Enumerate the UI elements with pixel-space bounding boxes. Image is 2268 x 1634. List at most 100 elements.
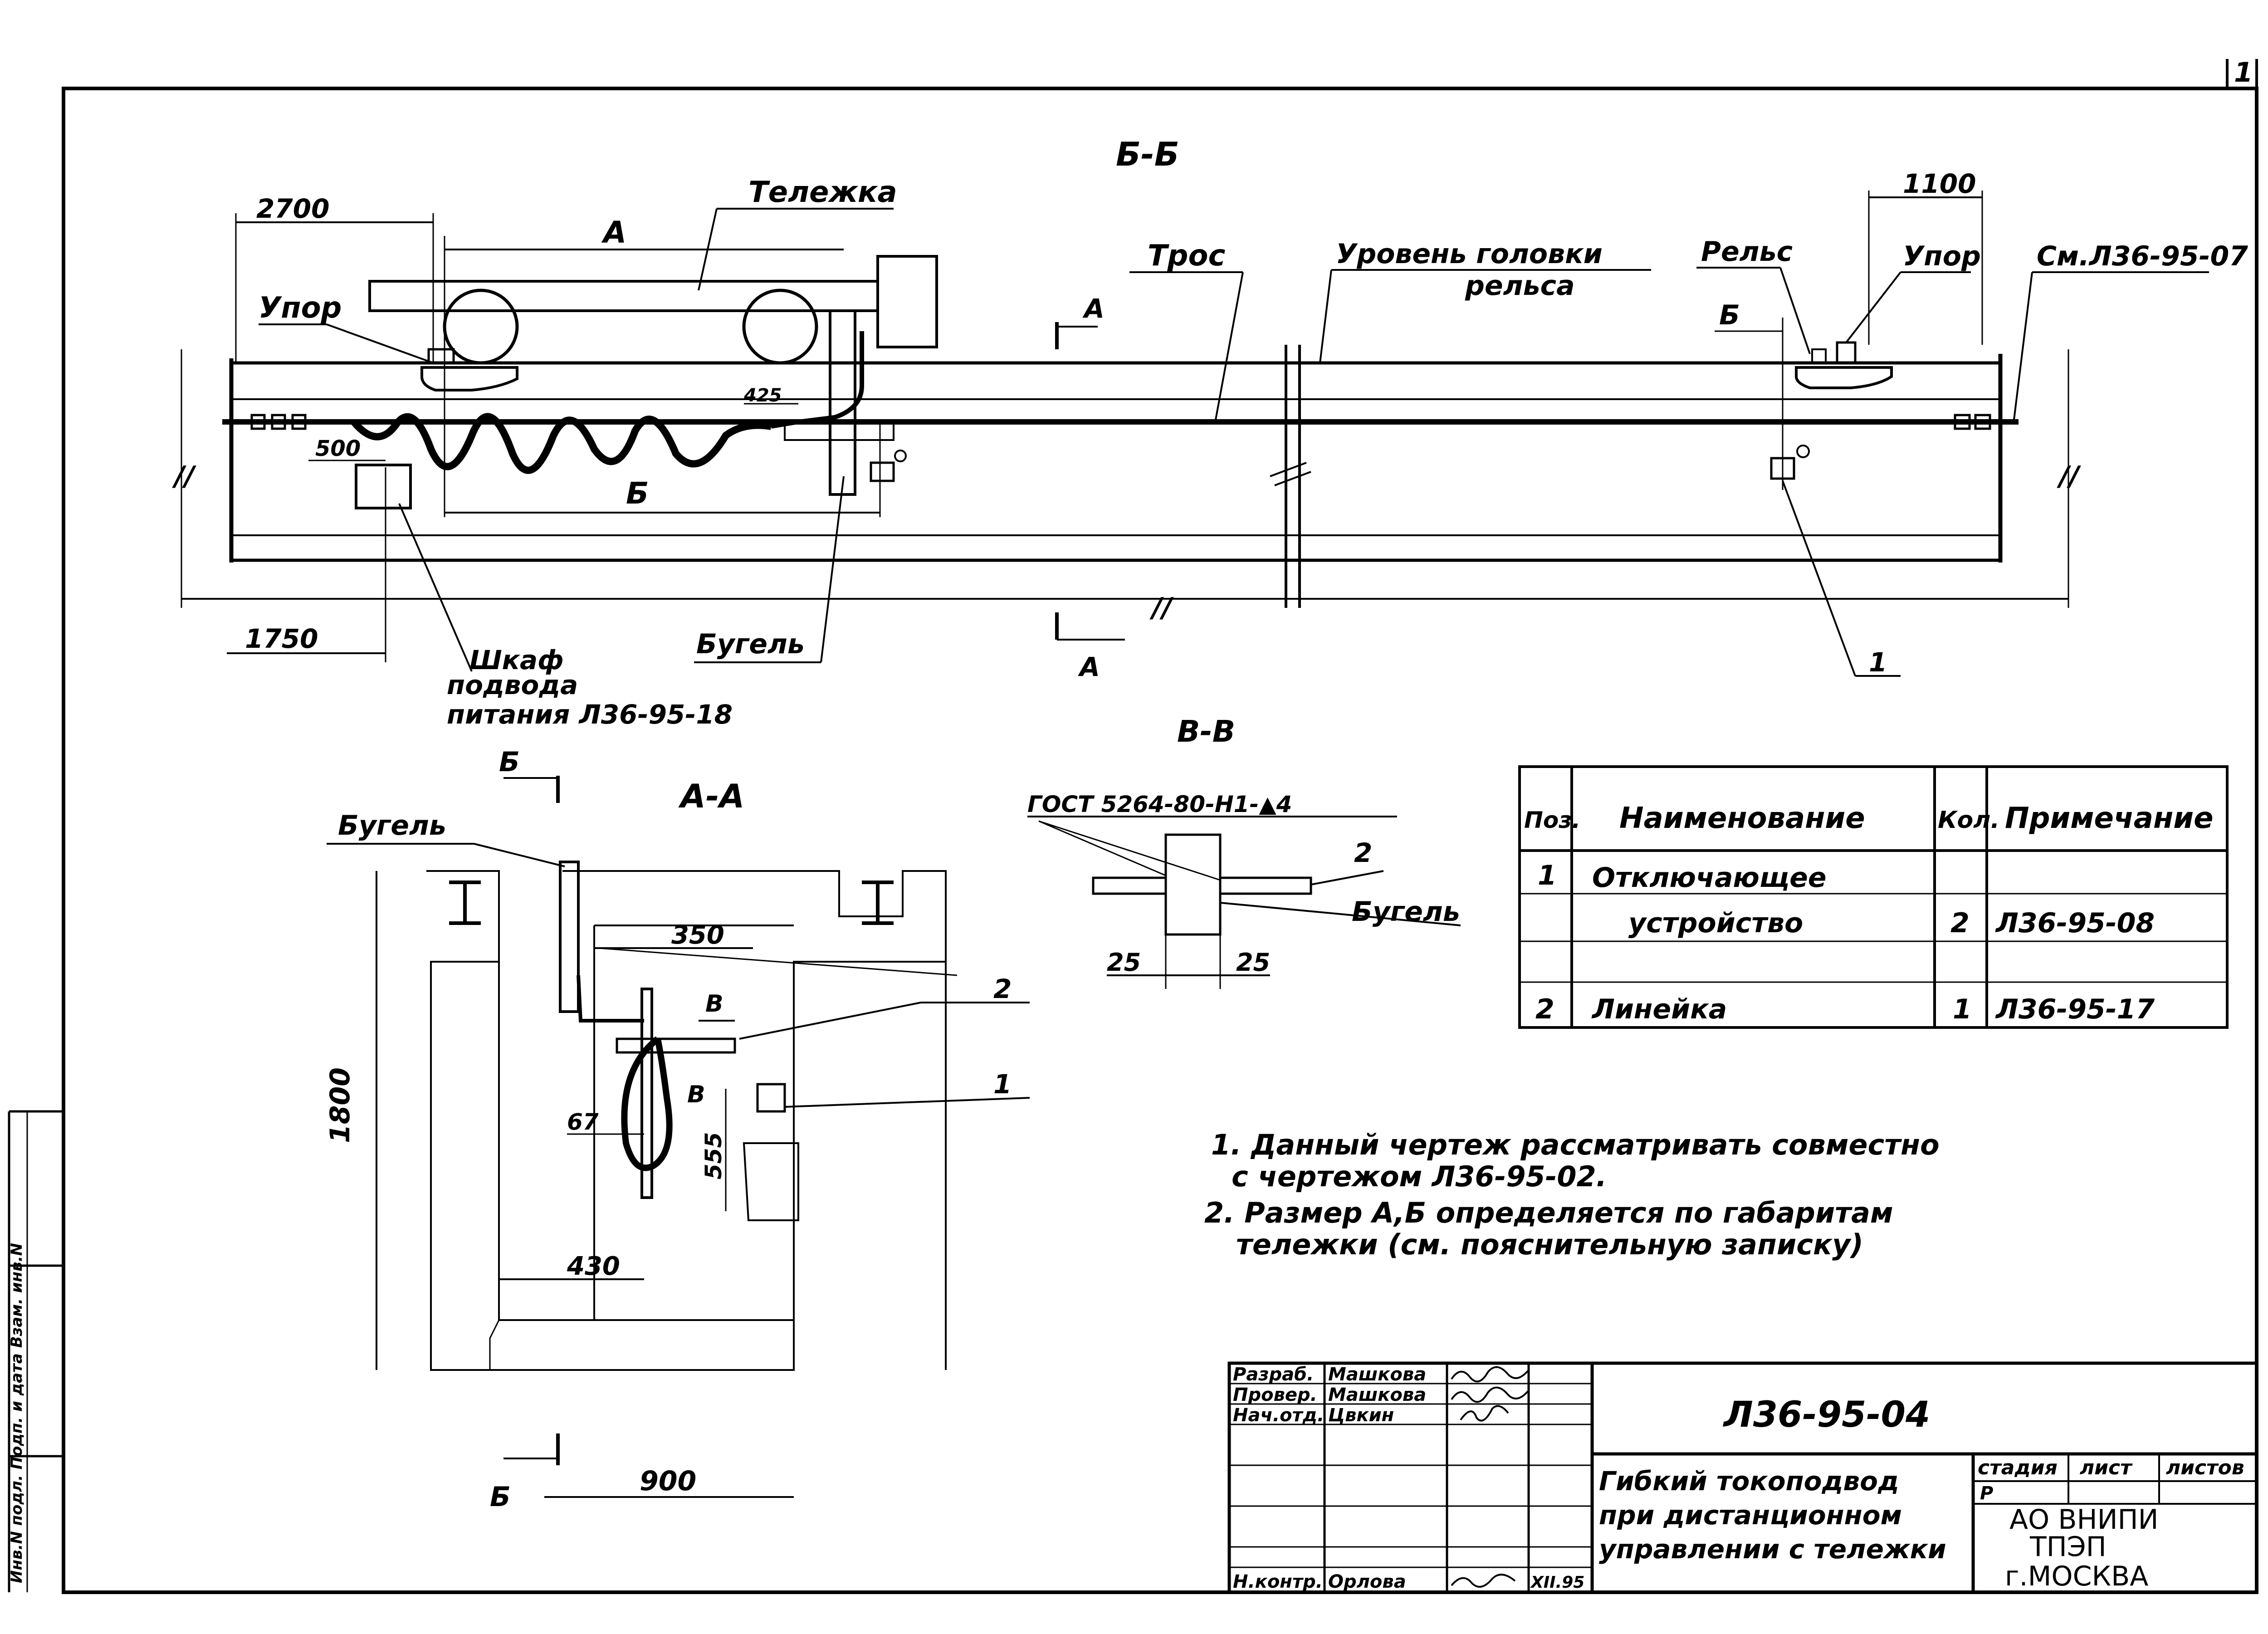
notes: 1. Данный чертеж рассматривать совместно…	[1204, 1128, 1940, 1261]
tb-sheets-label: листов	[2166, 1456, 2244, 1479]
dim-500: 500	[315, 436, 361, 461]
spec-row1-name1: Отключающее	[1592, 862, 1827, 894]
dim-25a: 25	[1107, 948, 1141, 977]
cable-riser	[771, 331, 864, 429]
side-stamp-text: Инв.N подл. Подп. и дата Взам. инв.N	[8, 1243, 26, 1583]
break-symbol	[1270, 462, 1311, 486]
signature-2	[1451, 1386, 1530, 1403]
left-break-mark: //	[172, 460, 197, 492]
dim-2700: 2700	[256, 193, 329, 224]
dim-555: 555	[700, 1132, 727, 1179]
tb-role-7: Н.контр.	[1233, 1571, 1323, 1592]
label-pos1-bb: 1	[1869, 647, 1887, 678]
dim-1800: 1800	[324, 1067, 356, 1143]
rope-clamps-left	[250, 414, 307, 430]
label-rail-head-2: рельса	[1465, 270, 1575, 302]
label-trolley: Тележка	[748, 176, 897, 209]
section-bb-title: Б-Б	[1116, 135, 1179, 173]
tb-name-7: Орлова	[1328, 1571, 1406, 1592]
tb-title-1: Гибкий токоподвод	[1599, 1466, 1899, 1497]
label-stirrup-bb: Бугель	[696, 628, 805, 660]
rail-head-right	[1811, 348, 1827, 364]
spec-table: Поз. Наименование Кол. Примечание 1 Откл…	[1518, 765, 2229, 1029]
trench-top	[562, 870, 947, 962]
section-vv-title: В-В	[1177, 714, 1235, 749]
stop-right-leader	[1845, 271, 1901, 343]
spec-header-pos: Поз.	[1524, 807, 1580, 833]
trench-corner	[489, 1320, 500, 1370]
cut-V2-label: В	[687, 1081, 705, 1108]
pos1-aa-leader	[784, 1097, 1030, 1108]
label-cabinet-1: Шкаф	[469, 645, 564, 675]
flexible-cable	[351, 413, 772, 474]
signature-7	[1451, 1574, 1516, 1588]
tb-stage-label: стадия	[1978, 1456, 2058, 1479]
dim-A: А	[601, 215, 626, 250]
ibeam-right	[862, 881, 894, 925]
spec-header-note: Примечание	[2005, 802, 2214, 835]
stirrup-bb-leader	[820, 476, 845, 663]
title-block-frame	[1227, 1361, 2258, 1594]
tb-sheet-label: лист	[2080, 1456, 2133, 1479]
label-rail: Рельс	[1701, 236, 1793, 268]
label-pos2-aa: 2	[993, 974, 1012, 1004]
dim-350: 350	[671, 920, 724, 950]
section-vv: В-В ГОСТ 5264-80-Н1-▲4 25 25 2 Бугель	[1027, 714, 1461, 989]
stirrup-post	[829, 309, 856, 496]
signature-1	[1451, 1366, 1530, 1383]
dim-1100: 1100	[1903, 168, 1976, 199]
spec-table-frame	[1518, 765, 2229, 1029]
power-cabinet	[355, 464, 412, 509]
spec-row2-note: Л36-95-17	[1995, 993, 2155, 1025]
ruler-left-vv	[1092, 876, 1167, 895]
wall-niche	[743, 1142, 799, 1221]
rail-leader	[1779, 267, 1811, 354]
cut-V-label: В	[705, 990, 723, 1018]
sheet-frame	[62, 87, 2258, 1594]
trolley-wheel-right	[742, 289, 818, 365]
switch-knob-trolley	[894, 450, 907, 462]
stop-left-leader	[326, 323, 434, 364]
section-bb: Б-Б // // //	[172, 135, 2248, 730]
trolley-wheel-left	[443, 289, 519, 365]
cable-loop-aa	[621, 1036, 673, 1171]
tb-stage-value: Р	[1980, 1483, 1993, 1504]
tb-title-3: управлении с тележки	[1599, 1534, 1946, 1565]
see-ref-leader	[2013, 272, 2033, 420]
rope-clamps-right	[1954, 414, 1991, 430]
cut-A-top-label: А	[1082, 293, 1105, 324]
ruler-bar	[616, 1037, 736, 1054]
switch-knob-right	[1796, 445, 1810, 458]
tb-role-2: Провер.	[1233, 1384, 1317, 1405]
ibeam-left	[449, 881, 481, 925]
tb-name-2: Машкова	[1328, 1384, 1426, 1405]
tb-title-2: при дистанционном	[1599, 1500, 1902, 1531]
tb-date: XII.95	[1530, 1573, 1584, 1592]
label-stirrup-aa: Бугель	[338, 810, 446, 841]
spec-row2-pos: 2	[1535, 993, 1554, 1025]
rail-head-leader	[1319, 269, 1332, 363]
center-break-mark: //	[1149, 592, 1174, 624]
spec-row1-name2: устройство	[1628, 907, 1803, 939]
trolley-box	[876, 255, 938, 348]
dim-1750: 1750	[245, 623, 318, 654]
label-dim-B-rail: Б	[1719, 299, 1740, 331]
label-cabinet-2: подвода	[447, 670, 578, 700]
note-line-1: 1. Данный чертеж рассматривать совместно	[1211, 1128, 1940, 1161]
ruler-post	[640, 988, 653, 1199]
rope-leader	[1215, 272, 1244, 420]
label-pos1-aa: 1	[993, 1069, 1012, 1100]
tb-org-1: АО ВНИПИ	[2009, 1504, 2159, 1536]
title-block: Разраб. Машкова Провер. Машкова Нач.отд.…	[1227, 1361, 2258, 1594]
spec-header-name: Наименование	[1619, 802, 1865, 835]
stop-left-shape	[420, 366, 518, 391]
dim-900: 900	[640, 1465, 696, 1497]
section-aa: А-А 350 1800	[324, 746, 1030, 1513]
rope-bracket	[784, 421, 894, 441]
cut-B-bottom-label: Б	[490, 1481, 511, 1513]
switch-aa	[756, 1083, 786, 1113]
note-line-2: с чертежом Л36-95-02.	[1232, 1160, 1607, 1193]
label-stop-right: Упор	[1903, 240, 1981, 272]
spec-row1-pos: 1	[1538, 860, 1557, 891]
